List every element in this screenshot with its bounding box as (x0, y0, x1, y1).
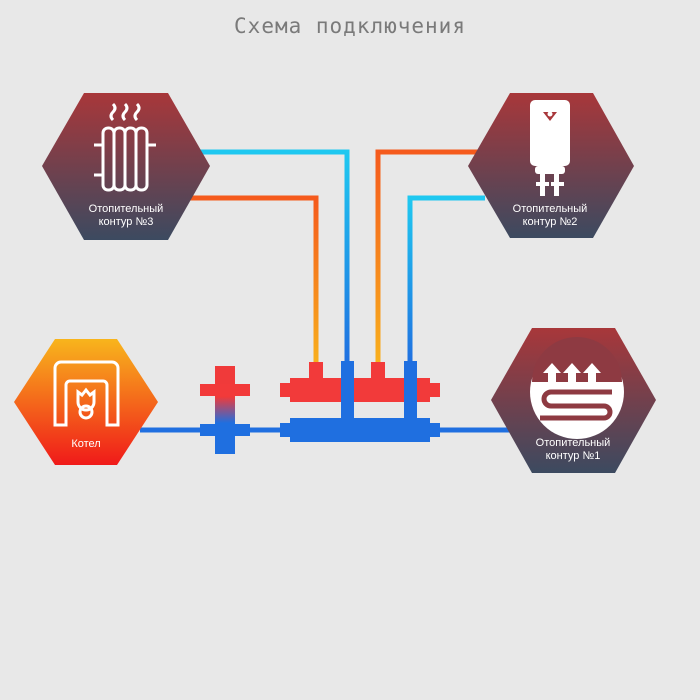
return-manifold (280, 361, 440, 442)
boiler-icon (53, 360, 120, 427)
pipe-circuit2-return (407, 195, 485, 365)
circuit2-label-line2: контур №2 (522, 216, 578, 228)
circuit3-label: Отопительный контур №3 (66, 203, 186, 229)
mixing-valve (200, 366, 250, 454)
radiator-icon (94, 102, 156, 192)
circuit2-label-line1: Отопительный (512, 203, 588, 215)
diagram-title: Схема подключения (234, 14, 466, 38)
circuit1-label: Отопительный контур №1 (513, 437, 633, 463)
hex-boiler[interactable] (14, 339, 158, 465)
circuit1-label-line2: контур №1 (545, 450, 601, 462)
pipe-circuit3-supply (190, 195, 319, 365)
pipe-circuit2-supply (375, 149, 480, 365)
boiler-label: Котел (71, 438, 101, 450)
pipe-circuit3-return (200, 149, 350, 365)
underfloor-heating-icon (530, 337, 624, 439)
circuit2-label: Отопительный контур №2 (490, 203, 610, 229)
circuit3-label-line1: Отопительный (88, 203, 164, 215)
circuit3-label-line2: контур №3 (98, 216, 154, 228)
circuit1-label-line1: Отопительный (535, 437, 611, 449)
water-heater-icon (530, 100, 570, 196)
